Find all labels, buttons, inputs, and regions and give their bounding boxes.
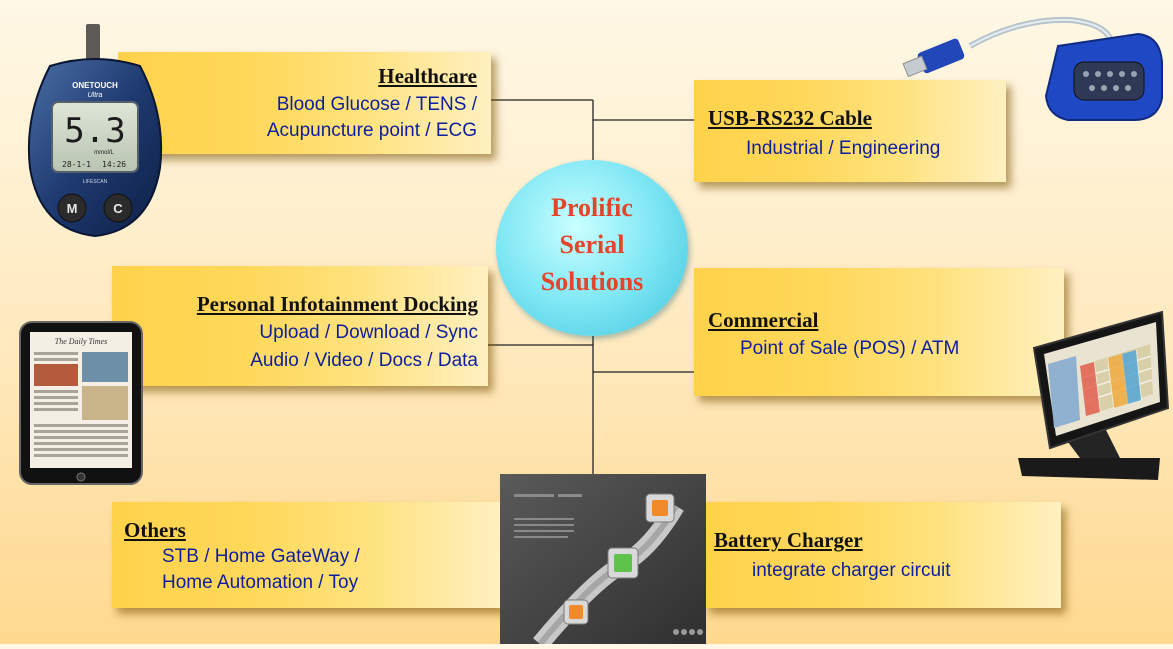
meter-time: 14:26 bbox=[102, 160, 126, 169]
tablet-photo: The Daily Times bbox=[18, 320, 144, 488]
meter-lcd bbox=[51, 101, 139, 173]
meter-reading: 5.3 bbox=[64, 111, 125, 151]
charger-led-orange-2 bbox=[569, 605, 583, 619]
center-line-2: Serial bbox=[559, 230, 625, 259]
meter-unit: mmol/L bbox=[94, 150, 114, 156]
glucose-meter-photo: ONETOUCH Ultra 5.3 mmol/L 28-1-1 14:26 L… bbox=[20, 18, 170, 240]
center-line-1: Prolific bbox=[551, 193, 633, 222]
card-line-healthcare-1: Blood Glucose / TENS / bbox=[276, 94, 477, 115]
card-line-usb-rs232-1: Industrial / Engineering bbox=[746, 138, 941, 159]
usb-cable-photo bbox=[900, 6, 1166, 130]
tablet-masthead: The Daily Times bbox=[55, 337, 107, 346]
meter-maker: LIFESCAN bbox=[83, 179, 108, 185]
pos-side-panel bbox=[1048, 356, 1080, 428]
card-commercial: Commercial Point of Sale (POS) / ATM bbox=[694, 268, 1064, 396]
card-line-others-1: STB / Home GateWay / bbox=[162, 546, 360, 567]
test-strip bbox=[86, 24, 100, 66]
card-title-commercial: Commercial bbox=[708, 308, 819, 332]
center-bubble: Prolific Serial Solutions bbox=[496, 160, 688, 336]
meter-brand: ONETOUCH bbox=[72, 81, 118, 90]
center-line-3: Solutions bbox=[540, 267, 644, 296]
meter-model: Ultra bbox=[88, 92, 103, 99]
card-line-infotainment-1: Upload / Download / Sync bbox=[259, 322, 478, 343]
meter-button-m bbox=[57, 193, 87, 223]
card-title-others: Others bbox=[124, 518, 186, 542]
usb-plug bbox=[917, 38, 965, 74]
tablet-photo-thumb-2 bbox=[82, 352, 128, 382]
card-title-battery-charger: Battery Charger bbox=[714, 528, 863, 552]
card-title-healthcare: Healthcare bbox=[378, 64, 477, 88]
card-others: Others STB / Home GateWay / Home Automat… bbox=[112, 502, 500, 608]
usb-plug-metal bbox=[902, 55, 928, 78]
card-line-others-2: Home Automation / Toy bbox=[162, 572, 359, 593]
card-battery-charger: Battery Charger integrate charger circui… bbox=[704, 502, 1061, 608]
card-line-commercial-1: Point of Sale (POS) / ATM bbox=[740, 338, 960, 359]
charger-led-orange bbox=[652, 500, 668, 516]
card-usb-rs232: USB-RS232 Cable Industrial / Engineering bbox=[694, 80, 1006, 182]
meter-date: 28-1-1 bbox=[62, 160, 91, 169]
card-line-infotainment-2: Audio / Video / Docs / Data bbox=[250, 350, 478, 371]
card-line-battery-charger-1: integrate charger circuit bbox=[752, 560, 951, 581]
charger-backdrop bbox=[500, 474, 706, 644]
pos-terminal-photo bbox=[1010, 308, 1170, 484]
card-line-healthcare-2: Acupuncture point / ECG bbox=[266, 120, 477, 141]
pos-keypad bbox=[1080, 344, 1153, 416]
charger-led-green bbox=[614, 554, 632, 572]
meter-button-m-label: M bbox=[67, 201, 78, 216]
card-title-usb-rs232: USB-RS232 Cable bbox=[708, 106, 872, 130]
battery-charger-photo bbox=[500, 474, 706, 649]
tablet-photo-thumb-3 bbox=[82, 386, 128, 420]
card-infotainment: Personal Infotainment Docking Upload / D… bbox=[112, 266, 488, 386]
card-healthcare: Healthcare Blood Glucose / TENS / Acupun… bbox=[118, 52, 491, 154]
card-title-infotainment: Personal Infotainment Docking bbox=[196, 292, 478, 316]
rs232-port bbox=[1073, 61, 1145, 101]
tablet-photo-thumb-1 bbox=[34, 364, 78, 386]
pos-base bbox=[1018, 458, 1160, 480]
tablet-home-button bbox=[76, 472, 86, 482]
meter-button-c-label: C bbox=[113, 201, 123, 216]
meter-button-c bbox=[103, 193, 133, 223]
